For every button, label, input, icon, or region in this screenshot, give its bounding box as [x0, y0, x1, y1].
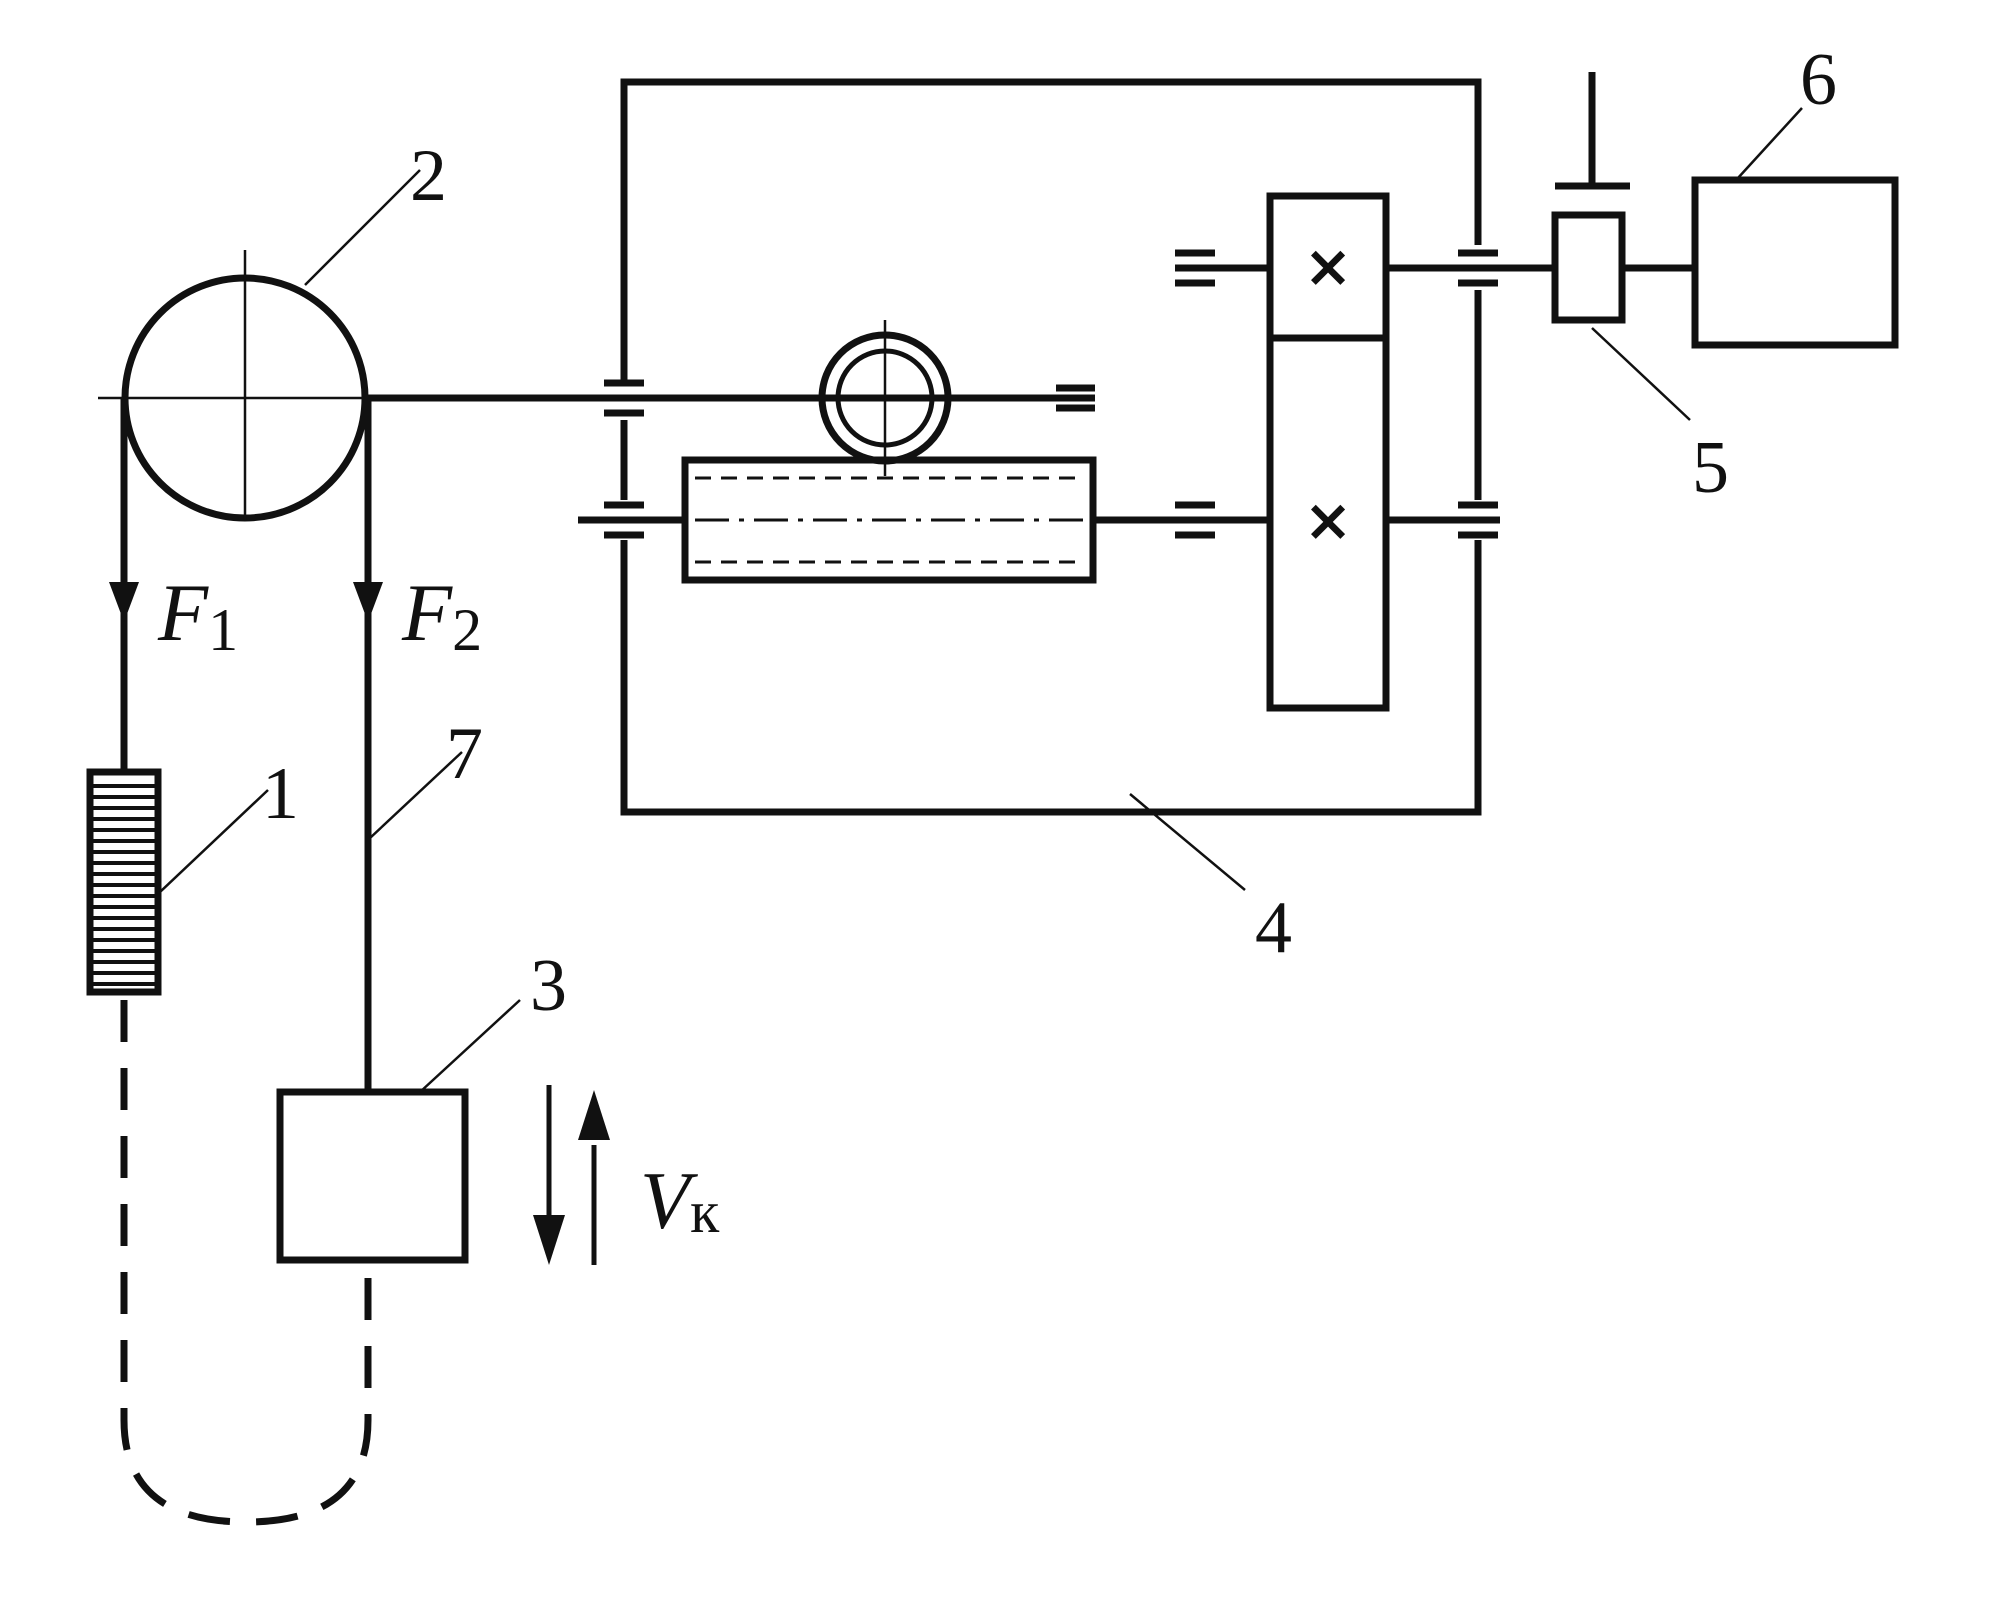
rope-right: [353, 398, 383, 1090]
label-5: 5: [1692, 427, 1729, 509]
leader-5: [1591, 327, 1691, 421]
arrow-f1: [109, 582, 139, 622]
housing-4: [620, 78, 1482, 816]
label-f1: F1: [157, 567, 238, 663]
leader-1: [159, 789, 269, 893]
gear-upper-mark: ×: [1304, 232, 1353, 300]
velocity-arrows: [533, 1085, 610, 1265]
label-3: 3: [530, 945, 567, 1027]
arrow-f2: [353, 582, 383, 622]
leader-4: [1129, 793, 1246, 891]
leader-7: [369, 751, 463, 839]
motor-6: [1691, 176, 1899, 349]
gear-lower-mark: ×: [1304, 486, 1353, 554]
rope-left: [109, 398, 139, 772]
leader-6: [1737, 107, 1803, 179]
label-1: 1: [262, 753, 299, 835]
worm: [681, 456, 1097, 584]
leader-2: [304, 169, 421, 286]
gear-pair: × ×: [1266, 192, 1390, 712]
spring-1: [86, 768, 162, 996]
label-f2: F2: [401, 567, 482, 663]
leader-3: [419, 999, 521, 1093]
input-shaft: [1175, 249, 1695, 287]
label-4: 4: [1255, 887, 1292, 969]
pulley: [98, 250, 395, 522]
coupling-5: [1551, 72, 1630, 324]
worm-wheel: [808, 320, 962, 476]
worm-shaft: [578, 501, 1500, 539]
pulley-shaft: [365, 379, 1095, 417]
label-6: 6: [1800, 39, 1837, 121]
load-3: [276, 1088, 469, 1264]
label-7: 7: [446, 713, 483, 795]
label-velocity: Vк: [640, 1155, 720, 1246]
label-2: 2: [410, 135, 447, 217]
